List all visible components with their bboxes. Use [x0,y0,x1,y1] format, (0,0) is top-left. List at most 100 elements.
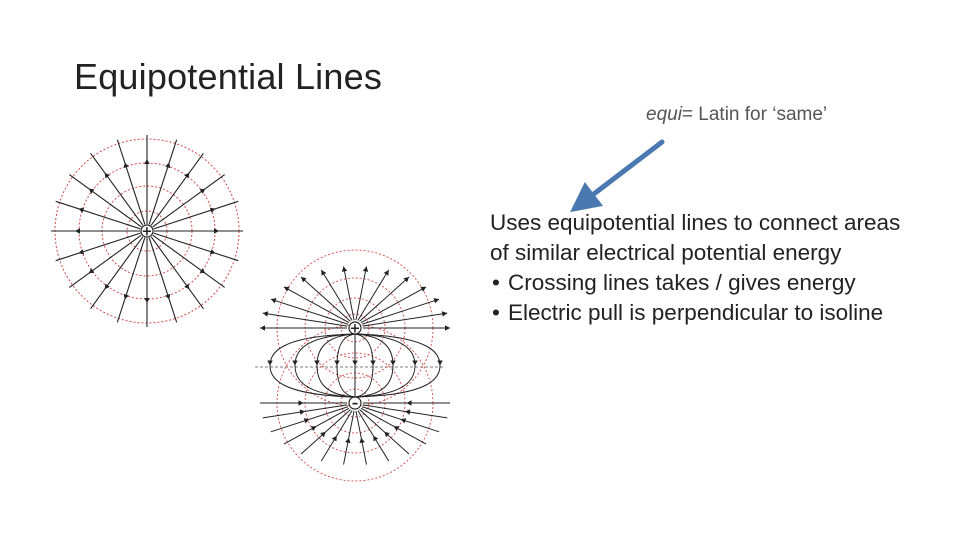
dipole-outer-arrow [373,435,379,442]
field-arrow [214,228,219,234]
dipole-outer-arrow [301,276,307,283]
field-arrow [88,188,95,194]
dipole-field-arrow [292,360,298,366]
field-arrow [104,283,110,290]
field-arrow [144,298,150,303]
dipole-outer-arrow [420,286,427,292]
dipole-field-line [354,333,394,398]
dipole-field-line [354,333,416,398]
dipole-outer-arrow [260,325,265,331]
dipole-outer-line-positive [343,266,355,321]
dipole-outer-arrow [283,286,290,292]
field-line [152,174,225,228]
field-line [69,174,142,228]
dipole-negative-charge-circle [348,396,362,410]
field-arrow [209,249,216,255]
pointer-arrow [570,139,665,213]
bullet-list: Crossing lines takes / gives energy Elec… [490,268,910,328]
dipole-outer-arrow [400,418,407,424]
dipole-outer-line-negative [357,410,390,462]
field-arrow [144,159,150,164]
dipole-outer-line-positive [270,298,349,325]
dipole-outer-arrow [262,311,269,317]
dipole-outer-arrow [270,298,277,304]
dipole-field-line [316,333,356,398]
dipole-outer-arrow [345,437,351,444]
dipole-outer-arrow [403,276,409,283]
dipole-outer-arrow [299,409,305,415]
slide-body: Uses equipotential lines to connect area… [490,208,910,328]
dipole-outer-arrow [445,325,450,331]
dipole-outer-arrow [384,431,390,438]
dipole-outer-arrow [362,266,369,272]
dipole-outer-line-positive [262,312,348,327]
dipole-outer-line-positive [300,276,351,322]
field-line [152,234,225,288]
dipole-outer-arrow [310,426,317,432]
lead-paragraph: Uses equipotential lines to connect area… [490,210,901,265]
dipole-outer-arrow [298,400,304,406]
dipole-outer-arrow [321,270,327,276]
field-arrow [104,172,110,179]
field-line [150,236,204,309]
field-arrow [78,249,85,255]
field-arrow [123,162,129,169]
field-line [116,139,146,225]
field-arrow [123,293,129,300]
dipole-outer-arrow [393,426,400,432]
dipole-outer-line-positive [361,298,440,325]
field-line [153,232,239,262]
field-arrow [209,207,216,213]
field-line [69,234,142,288]
field-arrow [88,268,95,274]
dipole-outer-arrow [331,435,337,442]
dipole-outer-line-positive [320,269,353,321]
dipole-outer-arrow [359,437,365,444]
dipole-field-arrow [437,360,443,366]
dipole-positive-charge-sign: + [350,322,361,337]
dipole-field-line [269,333,356,398]
field-line [150,153,204,226]
dipole-outer-line-positive [360,286,427,324]
positive-charge-sign: + [142,225,153,240]
bullet-electric-pull: Electric pull is perpendicular to isolin… [490,298,910,328]
field-line [148,139,178,225]
field-arrow [199,188,206,194]
latin-note-rest: = Latin for ‘same’ [681,104,828,125]
dipole-outer-arrow [341,266,348,272]
field-line [55,200,141,230]
field-arrow [165,162,171,169]
dipole-field-arrow [412,360,418,366]
dipole-field-line [354,333,441,398]
dipole-field-diagram: +– [255,249,450,482]
dipole-outer-arrow [406,400,412,406]
field-arrow [184,172,190,179]
field-arrow [184,283,190,290]
field-arrow [78,207,85,213]
field-arrow [165,293,171,300]
dipole-field-line [354,333,374,398]
dipole-outer-arrow [320,431,326,438]
dipole-outer-arrow [383,270,389,276]
dipole-field-line [336,333,356,398]
dipole-outer-line-negative [320,410,353,462]
bullet-crossing-lines: Crossing lines takes / gives energy [490,268,910,298]
dipole-field-arrow [314,360,320,366]
field-line [148,237,178,323]
dipole-field-arrow [334,360,340,366]
dipole-outer-line-positive [359,276,410,322]
field-arrow [75,228,80,234]
dipole-outer-line-positive [355,266,367,321]
dipole-outer-arrow [441,311,448,317]
dipole-outer-line-positive [357,269,390,321]
dipole-positive-charge-circle [348,321,362,335]
latin-note: equi= Latin for ‘same’ [646,104,827,126]
dipole-outer-line-positive [283,286,350,324]
dipole-field-arrow [267,360,273,366]
dipole-outer-arrow [433,298,440,304]
field-line [55,232,141,262]
dipole-outer-line-positive [362,312,448,327]
dipole-outer-arrow [303,418,310,424]
dipole-field-arrow [390,360,396,366]
